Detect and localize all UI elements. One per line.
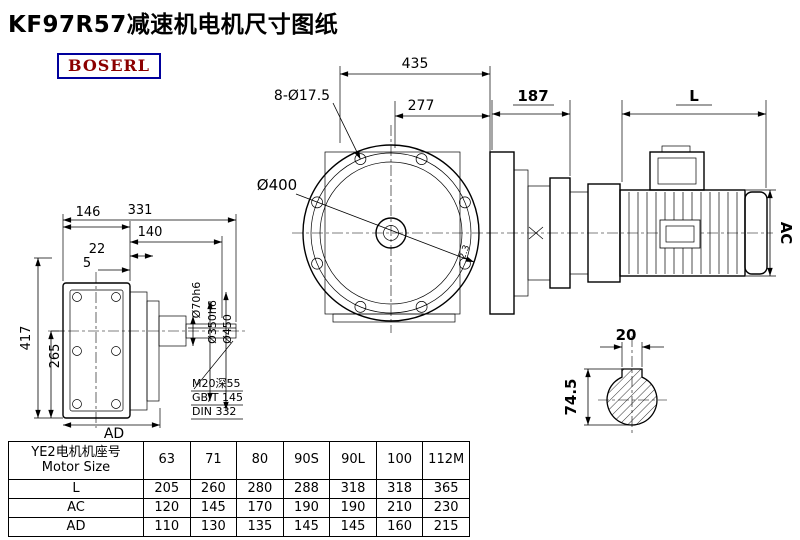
frame-size-header-en: Motor Size bbox=[41, 459, 111, 475]
table-row-AC: AC 120 145 170 190 190 210 230 bbox=[8, 498, 470, 518]
dim-417-label: 417 bbox=[19, 326, 34, 351]
dim-flange-od-label: Ø450 bbox=[221, 314, 234, 344]
table-row-AD: AD 110 130 135 145 145 160 215 bbox=[8, 517, 470, 537]
dim-22-label: 22 bbox=[89, 242, 106, 257]
dim-140-label: 140 bbox=[138, 225, 163, 240]
cell-L-90S: 288 bbox=[282, 479, 331, 499]
frame-size-header: YE2电机机座号 Motor Size bbox=[8, 441, 144, 480]
fan-cover bbox=[744, 191, 768, 275]
standard-din-label: DIN 332 bbox=[192, 405, 236, 418]
thread-spec-label: M20深55 bbox=[192, 377, 241, 390]
frame-size-90S: 90S bbox=[282, 441, 331, 480]
dim-265-label: 265 bbox=[48, 344, 63, 369]
cell-AD-100: 160 bbox=[375, 517, 424, 537]
cell-L-100: 318 bbox=[375, 479, 424, 499]
cell-AD-80: 135 bbox=[236, 517, 284, 537]
cell-L-71: 260 bbox=[189, 479, 238, 499]
motor-view-dimensions: 187 L AC bbox=[491, 87, 795, 277]
cell-AD-112M: 215 bbox=[422, 517, 470, 537]
dim-bolt-holes-label: 8-Ø17.5 bbox=[274, 88, 330, 104]
cell-AD-71: 130 bbox=[189, 517, 238, 537]
dim-AC-label: AC bbox=[777, 222, 795, 245]
cell-AD-90L: 145 bbox=[329, 517, 377, 537]
cell-L-112M: 365 bbox=[422, 479, 470, 499]
cell-AC-90S: 190 bbox=[282, 498, 331, 518]
front-view-dimensions: 435 277 8-Ø17.5 Ø400 bbox=[257, 56, 491, 194]
dim-L-label: L bbox=[689, 87, 699, 105]
dim-435-label: 435 bbox=[402, 56, 429, 72]
shaft-section-view: 20 74.5 bbox=[562, 326, 667, 433]
dim-277-label: 277 bbox=[408, 98, 435, 114]
cell-L-90L: 318 bbox=[329, 479, 377, 499]
motor-size-table: YE2电机机座号 Motor Size 63 71 80 90S 90L 100… bbox=[8, 441, 470, 537]
front-flange-view: 2.3 bbox=[292, 102, 491, 333]
dim-spigot-dia-label: Ø350h6 bbox=[206, 300, 219, 344]
dim-146-label: 146 bbox=[76, 205, 101, 220]
dim-331-label: 331 bbox=[128, 203, 153, 218]
cell-AD-90S: 145 bbox=[282, 517, 331, 537]
dim-flange-dia-label: Ø400 bbox=[257, 176, 297, 194]
brand-logo: BOSERL bbox=[57, 53, 162, 79]
cell-AC-80: 170 bbox=[236, 498, 284, 518]
frame-size-100: 100 bbox=[375, 441, 424, 480]
key-width-label: 20 bbox=[616, 326, 637, 344]
cell-AD-63: 110 bbox=[143, 517, 191, 537]
table-header-row: YE2电机机座号 Motor Size 63 71 80 90S 90L 100… bbox=[8, 441, 470, 480]
dim-187-label: 187 bbox=[517, 87, 548, 105]
cell-L-80: 280 bbox=[236, 479, 284, 499]
motor-nameplate bbox=[659, 219, 701, 249]
cell-L-63: 205 bbox=[143, 479, 191, 499]
frame-size-90L: 90L bbox=[329, 441, 377, 480]
row-label-L: L bbox=[8, 479, 144, 499]
cell-AC-71: 145 bbox=[189, 498, 238, 518]
frame-size-80: 80 bbox=[236, 441, 284, 480]
key-depth-label: 74.5 bbox=[562, 378, 580, 415]
dim-AD-label: AD bbox=[104, 426, 124, 442]
cell-AC-90L: 190 bbox=[329, 498, 377, 518]
frame-size-header-cn: YE2电机机座号 bbox=[31, 444, 121, 460]
cell-AC-63: 120 bbox=[143, 498, 191, 518]
dim-shaft-dia-label: Ø70h6 bbox=[190, 282, 203, 319]
technical-drawing: 2.3 435 277 8-Ø17.5 Ø400 bbox=[19, 56, 795, 442]
gearbox-view-dimensions: 146 331 140 22 5 417 265 AD bbox=[19, 203, 243, 442]
page-title: KF97R57减速机电机尺寸图纸 bbox=[8, 12, 339, 38]
frame-size-71: 71 bbox=[189, 441, 238, 480]
row-label-AD: AD bbox=[8, 517, 144, 537]
surface-mark: 2.3 bbox=[458, 244, 472, 261]
table-row-L: L 205 260 280 288 318 318 365 bbox=[8, 479, 470, 499]
row-label-AC: AC bbox=[8, 498, 144, 518]
cell-AC-100: 210 bbox=[375, 498, 424, 518]
frame-size-112M: 112M bbox=[422, 441, 470, 480]
dim-5-label: 5 bbox=[83, 256, 91, 271]
frame-size-63: 63 bbox=[143, 441, 191, 480]
motor-side-view bbox=[487, 145, 773, 315]
cell-AC-112M: 230 bbox=[422, 498, 470, 518]
standard-gb-label: GB/T 145 bbox=[192, 391, 243, 404]
